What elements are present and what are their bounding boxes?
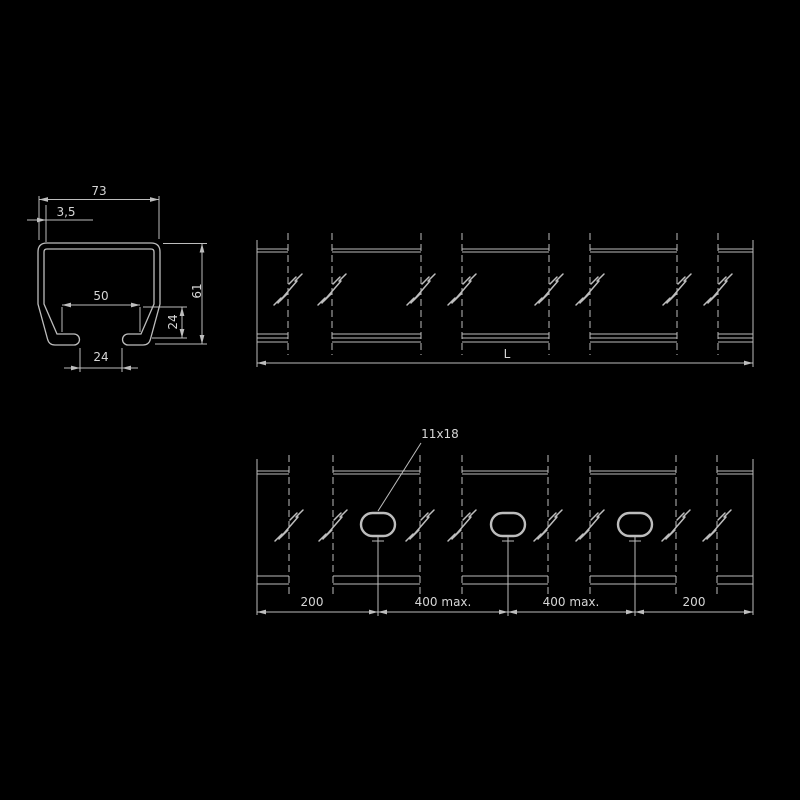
break-mark — [405, 509, 435, 542]
leader-line — [377, 442, 422, 512]
dim-text-L: L — [504, 347, 511, 361]
break-mark — [575, 509, 605, 542]
arrowhead — [499, 609, 508, 615]
break-mark — [406, 273, 436, 306]
break-mark — [533, 509, 563, 542]
dim-text-400max-1: 400 max. — [415, 595, 472, 609]
arrowhead — [257, 609, 266, 615]
dim-text-200-right: 200 — [683, 595, 706, 609]
break-mark — [273, 273, 303, 306]
slot-hole — [616, 511, 654, 538]
dim-text-3-5: 3,5 — [56, 205, 75, 219]
slot-callout: 11x18 — [377, 427, 459, 512]
arrowhead — [199, 243, 205, 253]
arrowhead — [62, 302, 71, 308]
arrowhead — [378, 609, 387, 615]
break-mark — [575, 273, 605, 306]
dim-text-24-bottom: 24 — [93, 350, 108, 364]
dim-lip-height: 24 — [143, 306, 187, 339]
dim-inner-width: 50 — [61, 289, 141, 332]
dim-text-400max-2: 400 max. — [543, 595, 600, 609]
break-mark — [661, 509, 691, 542]
arrowhead — [257, 360, 266, 366]
rail-hole-view — [256, 455, 754, 616]
break-mark — [447, 273, 477, 306]
dim-overall-width: 73 — [38, 184, 160, 240]
break-mark — [447, 509, 477, 542]
cross-section-view: 73 3,5 50 24 — [27, 184, 207, 372]
arrowhead — [122, 365, 131, 371]
dim-wall-thickness: 3,5 — [27, 205, 93, 242]
arrowhead — [508, 609, 517, 615]
arrowhead — [179, 329, 185, 338]
arrowhead — [71, 365, 80, 371]
break-mark — [534, 273, 564, 306]
break-mark — [317, 273, 347, 306]
dim-text-73: 73 — [91, 184, 106, 198]
c-profile-outline — [37, 242, 161, 346]
break-mark — [703, 273, 733, 306]
dim-text-200-left: 200 — [301, 595, 324, 609]
dim-bottom-opening: 24 — [64, 348, 138, 372]
arrowhead — [179, 307, 185, 316]
break-mark — [318, 509, 348, 542]
arrowhead — [635, 609, 644, 615]
slot-hole — [359, 511, 397, 538]
dim-overall-height: 61 — [155, 243, 207, 345]
dim-text-24-side: 24 — [166, 314, 180, 329]
arrowhead — [744, 609, 753, 615]
arrowhead — [150, 197, 159, 202]
break-mark — [662, 273, 692, 306]
dim-text-61: 61 — [190, 283, 204, 298]
arrowhead — [199, 335, 205, 344]
arrowhead — [37, 217, 46, 223]
arrowhead — [626, 609, 635, 615]
break-mark — [702, 509, 732, 542]
dim-overall-length: L — [257, 347, 753, 366]
slot-size-label: 11x18 — [421, 427, 459, 441]
arrowhead — [744, 360, 753, 366]
break-mark — [274, 509, 304, 542]
arrowhead — [131, 302, 140, 308]
arrowhead — [369, 609, 378, 615]
slot-hole — [489, 511, 527, 538]
dim-hole-spacing-chain: 200 400 max. 400 max. 200 — [257, 595, 753, 615]
arrowhead — [39, 197, 48, 202]
rail-length-view — [256, 233, 754, 367]
dim-text-50: 50 — [93, 289, 108, 303]
